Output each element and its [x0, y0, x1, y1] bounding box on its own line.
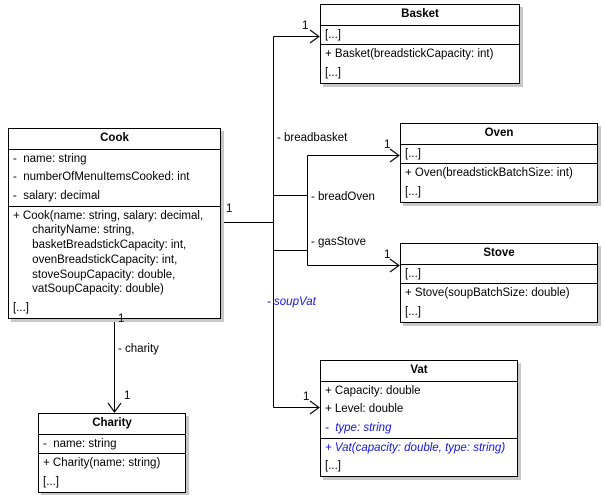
attribute-row: + Level: double [325, 403, 404, 416]
class-box-charity[interactable]: Charity - name: string + Charity(name: s… [38, 413, 186, 493]
class-title-stove: Stove [401, 244, 597, 265]
operation-row-more: [...] [43, 475, 59, 488]
arrowhead-vat [309, 400, 320, 415]
attribute-row: - name: string [43, 437, 117, 450]
class-operations-stove: + Stove(soupBatchSize: double) [...] [401, 284, 597, 321]
class-operations-oven: + Oven(breadstickBatchSize: int) [...] [401, 164, 597, 201]
arrowhead-stove [389, 258, 400, 273]
operation-row: + Oven(breadstickBatchSize: int) [405, 167, 573, 180]
role-label-gasstove: - gasStove [311, 236, 366, 248]
arrowhead-basket [309, 29, 320, 44]
role-label-breadoven: - breadOven [311, 191, 375, 203]
attribute-row-more: [...] [325, 28, 341, 41]
operation-row: + Cook(name: string, salary: decimal, ch… [13, 209, 204, 296]
role-label-breadbasket: - breadbasket [277, 132, 348, 144]
class-title-cook: Cook [9, 129, 220, 150]
multiplicity-vat: 1 [303, 391, 310, 403]
class-box-cook[interactable]: Cook - name: string - numberOfMenuItemsC… [8, 128, 221, 319]
attribute-row-more: [...] [405, 267, 421, 280]
class-operations-vat: + Vat(capacity: double, type: string) [.… [321, 439, 517, 476]
class-box-vat[interactable]: Vat + Capacity: double + Level: double -… [320, 360, 518, 478]
attribute-row-abstract: - type: string [325, 421, 392, 434]
attribute-row: - salary: decimal [13, 189, 100, 202]
multiplicity-charity: 1 [124, 390, 131, 402]
multiplicity-oven: 1 [384, 139, 391, 151]
class-box-stove[interactable]: Stove [...] + Stove(soupBatchSize: doubl… [400, 243, 598, 323]
operation-row-more: [...] [325, 460, 341, 473]
class-operations-charity: + Charity(name: string) [...] [39, 454, 185, 491]
class-title-basket: Basket [321, 5, 519, 26]
attribute-row: - name: string [13, 152, 87, 165]
class-attributes-vat: + Capacity: double + Level: double - typ… [321, 382, 517, 439]
arrowhead-oven [389, 148, 400, 163]
class-title-oven: Oven [401, 124, 597, 145]
class-box-basket[interactable]: Basket [...] + Basket(breadstickCapacity… [320, 4, 520, 84]
class-box-oven[interactable]: Oven [...] + Oven(breadstickBatchSize: i… [400, 123, 598, 203]
operation-row-more: [...] [325, 66, 341, 79]
role-label-charity: - charity [118, 343, 159, 355]
attribute-row: + Capacity: double [325, 384, 421, 397]
multiplicity-basket: 1 [302, 20, 309, 32]
class-operations-basket: + Basket(breadstickCapacity: int) [...] [321, 45, 519, 82]
multiplicity-stove: 1 [384, 249, 391, 261]
operation-row-more: [...] [405, 185, 421, 198]
class-title-vat: Vat [321, 361, 517, 382]
operation-row-abstract: + Vat(capacity: double, type: string) [325, 441, 506, 454]
multiplicity-cook-bottom: 1 [118, 313, 125, 325]
class-operations-cook: + Cook(name: string, salary: decimal, ch… [9, 207, 220, 318]
class-attributes-oven: [...] [401, 145, 597, 165]
class-title-charity: Charity [39, 414, 185, 435]
operation-row-more: [...] [13, 301, 29, 314]
class-attributes-cook: - name: string - numberOfMenuItemsCooked… [9, 150, 220, 207]
class-attributes-basket: [...] [321, 26, 519, 46]
attribute-row-more: [...] [405, 147, 421, 160]
class-attributes-stove: [...] [401, 265, 597, 285]
arrowhead-charity [107, 402, 122, 413]
role-label-soupvat: - soupVat [267, 296, 316, 308]
operation-row: + Basket(breadstickCapacity: int) [325, 48, 494, 61]
operation-row-more: [...] [405, 305, 421, 318]
operation-row: + Stove(soupBatchSize: double) [405, 287, 570, 300]
class-attributes-charity: - name: string [39, 435, 185, 455]
attribute-row: - numberOfMenuItemsCooked: int [13, 171, 190, 184]
multiplicity-cook-right: 1 [226, 203, 233, 215]
operation-row: + Charity(name: string) [43, 457, 161, 470]
